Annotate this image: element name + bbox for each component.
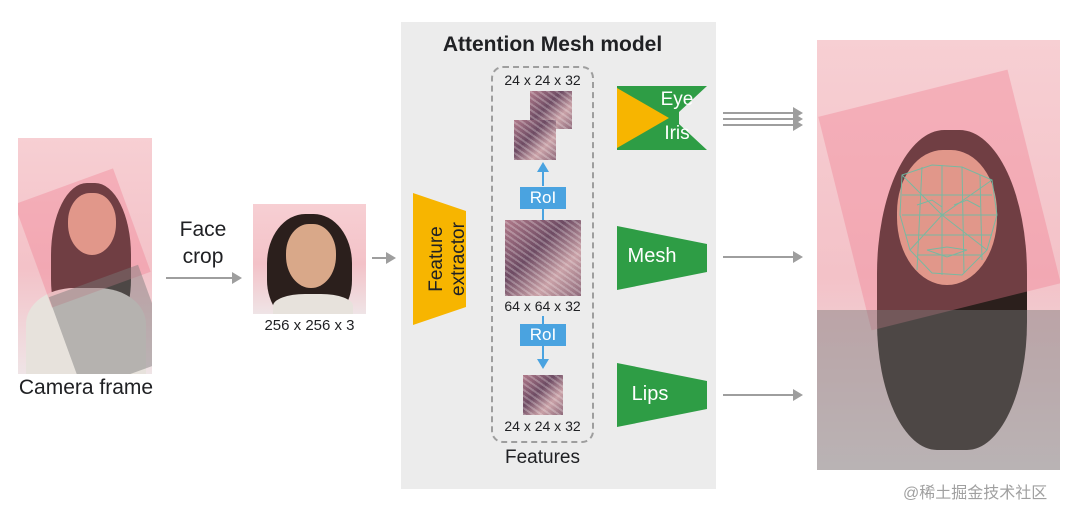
mesh-label: Mesh (627, 245, 677, 267)
eye-output-arrow-1 (723, 107, 803, 119)
mesh-feature-tile (505, 220, 581, 296)
lips-head-shape (617, 363, 707, 427)
feature-extractor-label: Feature extractor (426, 198, 470, 320)
roi-top-arrow (542, 170, 544, 186)
roi-bottom-arrowhead (537, 359, 549, 369)
roi-top-arrowhead (537, 162, 549, 172)
roi-bottom-arrow (542, 346, 544, 360)
panel-title: Attention Mesh model (442, 33, 663, 56)
features-label: Features (505, 447, 580, 468)
bottom-feature-label: 24 x 24 x 32 (504, 418, 581, 434)
face-mesh-overlay (899, 164, 998, 276)
feature-extractor-shape (413, 193, 466, 325)
iris-label: Iris (664, 123, 690, 144)
face-crop-image (253, 204, 366, 314)
camera-frame-label: Camera frame (18, 376, 154, 399)
middle-feature-label: 64 x 64 x 32 (504, 298, 581, 314)
lips-label: Lips (631, 383, 669, 405)
face-crop-label-line2: crop (182, 245, 224, 268)
camera-frame-image (18, 138, 152, 374)
eye-output-arrow-3 (723, 119, 803, 131)
mesh-head-shape (617, 226, 707, 290)
roi-top-label: RoI (520, 187, 566, 209)
feature-extractor-line2: extractor (448, 222, 469, 296)
roi-bottom-label: RoI (520, 324, 566, 346)
roi-top-connector (542, 209, 544, 220)
face-crop-arrow (166, 272, 242, 284)
eye-iris-head-shape (617, 86, 707, 150)
lips-feature-tile (523, 375, 563, 415)
features-group-box (491, 66, 594, 443)
feature-extractor-line1: Feature (426, 226, 447, 292)
eye-output-arrow-2 (723, 113, 803, 125)
roi-bottom-connector (542, 316, 544, 324)
lips-output-arrow (723, 389, 803, 401)
mesh-output-arrow (723, 251, 803, 263)
crop-to-model-arrow (372, 252, 396, 264)
top-feature-label: 24 x 24 x 32 (504, 72, 581, 88)
result-image (817, 40, 1060, 470)
eye-label: Eye (660, 89, 694, 110)
crop-size-label: 256 x 256 x 3 (264, 317, 355, 334)
face-crop-label-line1: Face (179, 218, 227, 241)
watermark: @稀土掘金技术社区 (903, 485, 1048, 502)
eye-feature-tile-front (514, 120, 556, 160)
